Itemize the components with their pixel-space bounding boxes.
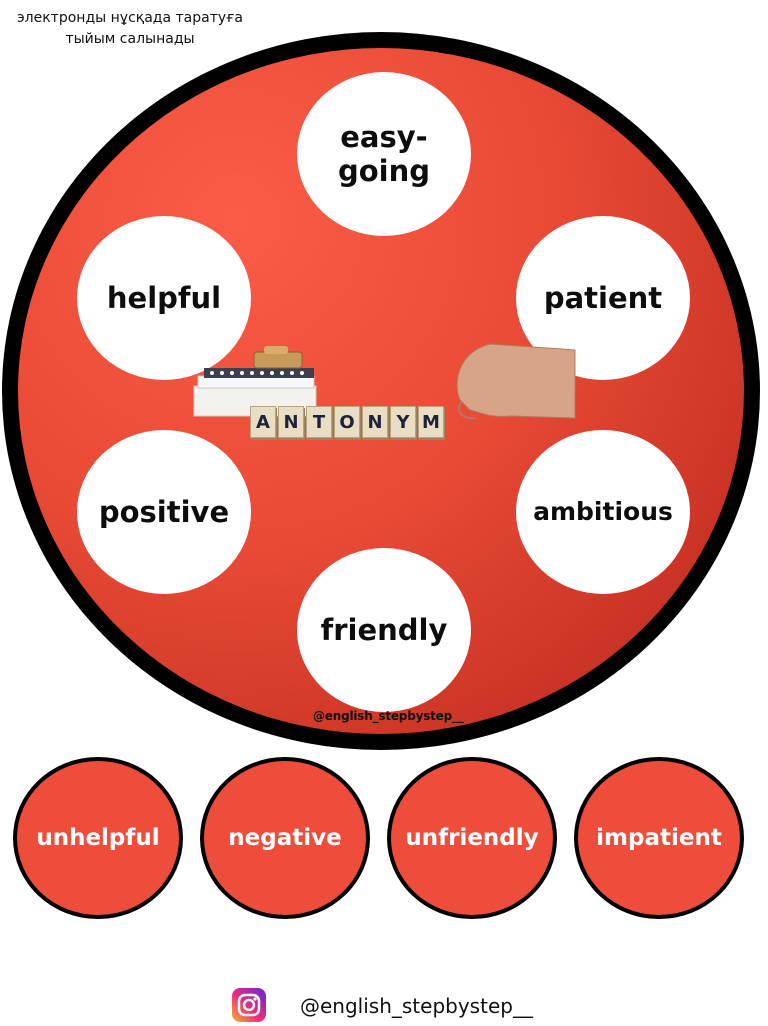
footer-handle-text[interactable]: @english_stepbystep__	[300, 994, 533, 1018]
antonym-unfriendly: unfriendly	[405, 825, 539, 851]
word-circle-friendly: friendly	[297, 548, 471, 712]
antonym-circle-negative: negative	[200, 757, 370, 919]
word-ambitious: ambitious	[533, 497, 673, 526]
letter-tile: O	[334, 406, 360, 438]
letter-tile: N	[362, 406, 388, 438]
instagram-icon[interactable]	[232, 988, 266, 1022]
word-circle-ambitious: ambitious	[516, 430, 690, 594]
word-circle-helpful: helpful	[77, 216, 251, 380]
letter-tile: M	[418, 406, 444, 438]
word-patient: patient	[543, 281, 663, 315]
letter-tile: T	[306, 406, 332, 438]
antonym-circle-unhelpful: unhelpful	[13, 757, 183, 919]
antonym-unhelpful: unhelpful	[36, 825, 160, 851]
antonym-tiles: A N T O N Y M	[250, 406, 444, 438]
antonym-negative: negative	[228, 825, 342, 851]
footer	[232, 988, 266, 1022]
notice-line-2: тыйым салынады	[65, 31, 195, 47]
instagram-glyph	[237, 993, 261, 1017]
antonym-impatient: impatient	[596, 825, 722, 851]
letter-tile: N	[278, 406, 304, 438]
word-easy-going: easy- going	[337, 120, 431, 188]
word-circle-easy-going: easy- going	[297, 72, 471, 236]
distribution-notice: электронды нұсқада таратуға тыйым салына…	[0, 8, 260, 50]
inner-handle-text: @english_stepbystep__	[313, 709, 464, 723]
word-positive: positive	[98, 495, 230, 529]
word-circle-positive: positive	[77, 430, 251, 594]
word-helpful: helpful	[106, 281, 222, 315]
notice-line-1: электронды нұсқада таратуға	[16, 10, 243, 26]
word-friendly: friendly	[320, 613, 448, 647]
antonym-circle-unfriendly: unfriendly	[387, 757, 557, 919]
letter-tile: A	[250, 406, 276, 438]
letter-tile: Y	[390, 406, 416, 438]
antonym-circle-impatient: impatient	[574, 757, 744, 919]
